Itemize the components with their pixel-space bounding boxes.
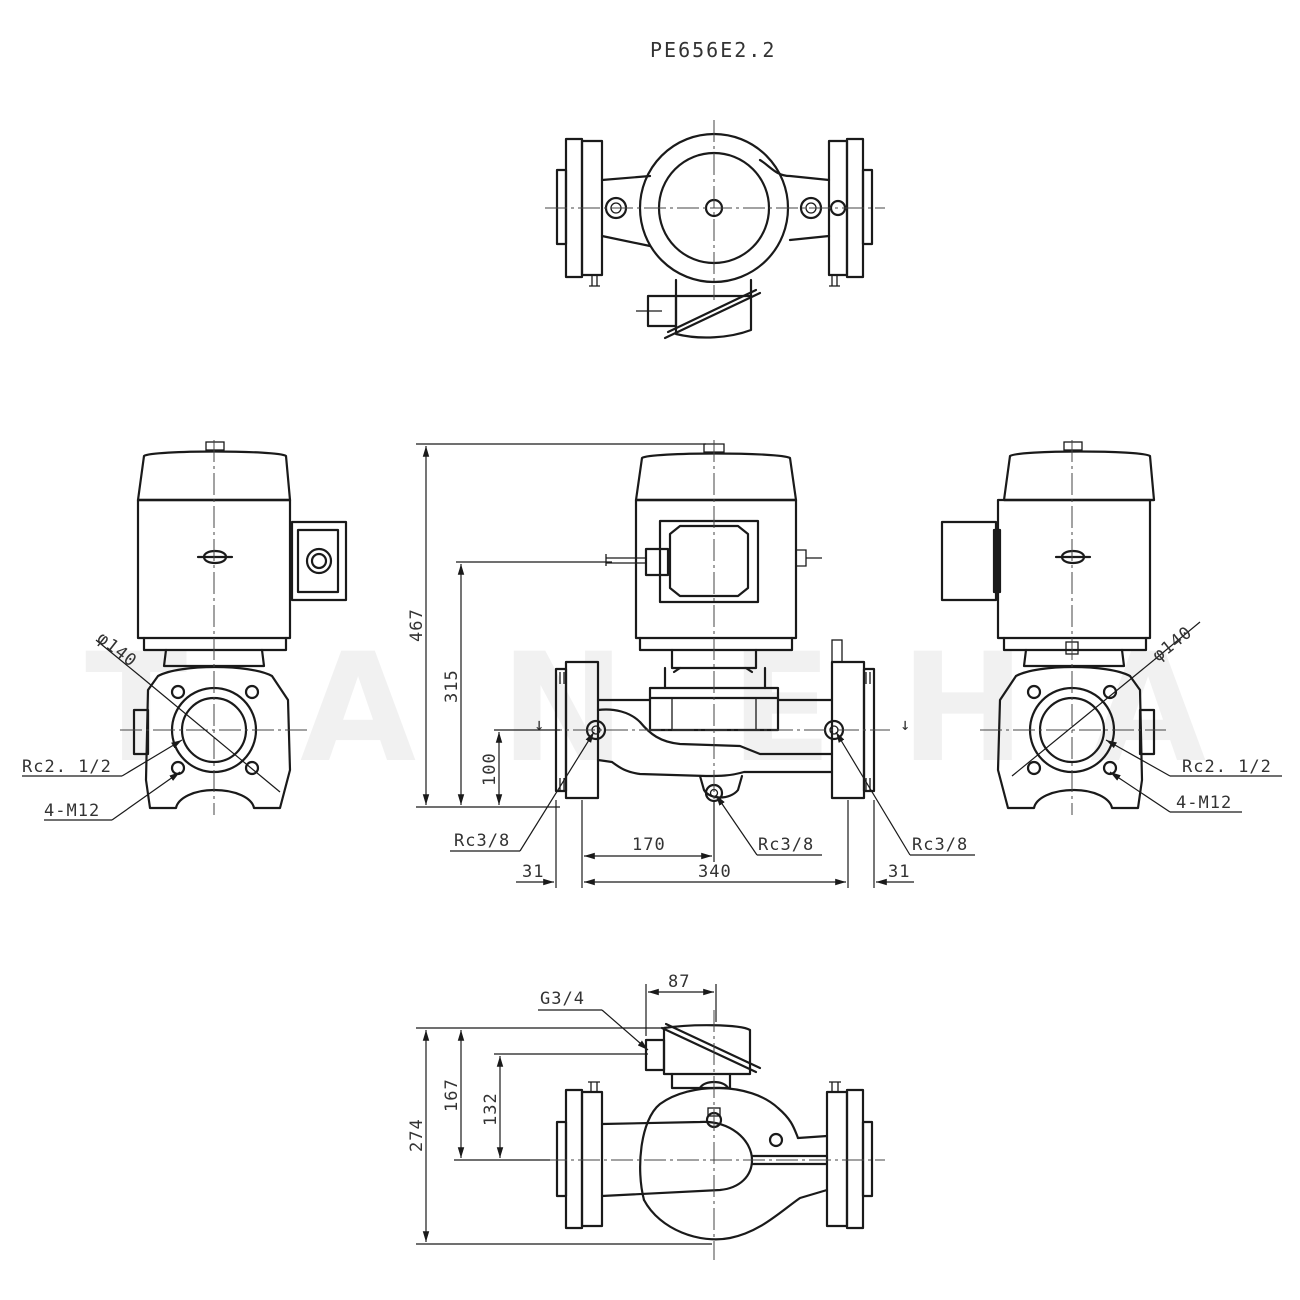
watermark-letter-4: E: [730, 622, 832, 796]
dim-flange-thickness-right: 31: [888, 862, 910, 882]
left-casing-outline: [144, 665, 292, 810]
right-motor-body: [996, 498, 1152, 640]
dim-depth-port: 132: [481, 1092, 501, 1126]
dim-height-motor: 315: [442, 669, 462, 703]
dim-height-total: 467: [407, 608, 427, 642]
dim-height-center: 100: [480, 752, 500, 786]
label-bolts-right: 4-M12: [1176, 793, 1232, 813]
label-drain-center: Rc3/8: [758, 835, 814, 855]
watermark-letter-5: H: [900, 622, 1026, 796]
left-side-view: φ140 Rc2. 1/2 4-M12: [22, 440, 348, 821]
front-view: ↓ ↓: [534, 440, 911, 810]
dim-flange-thickness-left: 31: [522, 862, 544, 882]
watermark-letter-2: A: [300, 622, 416, 796]
label-bolts-left: 4-M12: [44, 801, 100, 821]
section-mark-right: ↓: [900, 715, 911, 735]
front-dimensions: 467 315 100 Rc3/8 Rc3/8 Rc3/8 170 340 31…: [407, 443, 975, 888]
front-motor-body: [634, 498, 798, 640]
label-drain-right: Rc3/8: [912, 835, 968, 855]
bottom-right-flange: [845, 1088, 865, 1230]
label-gauge-port: G3/4: [540, 989, 585, 1009]
dim-depth-box: 167: [442, 1078, 462, 1112]
bottom-view: [545, 1010, 885, 1260]
bottom-volute-outline: [639, 1086, 800, 1202]
label-drain-left: Rc3/8: [454, 831, 510, 851]
right-casing-outline: [996, 665, 1144, 810]
dim-length: 340: [698, 862, 732, 882]
bottom-dimensions: 87 G3/4 274 167 132: [407, 972, 717, 1245]
bottom-left-flange: [564, 1088, 584, 1230]
label-port-left: Rc2. 1/2: [22, 757, 112, 777]
dim-half-length: 170: [632, 835, 666, 855]
label-port-right: Rc2. 1/2: [1182, 757, 1272, 777]
top-view: [545, 120, 885, 340]
dim-terminal-width: 87: [668, 972, 690, 992]
dim-depth-total: 274: [407, 1118, 427, 1152]
model-title: PE656E2.2: [650, 38, 776, 62]
section-mark-left: ↓: [534, 715, 545, 735]
front-motor-cap: [634, 452, 798, 502]
